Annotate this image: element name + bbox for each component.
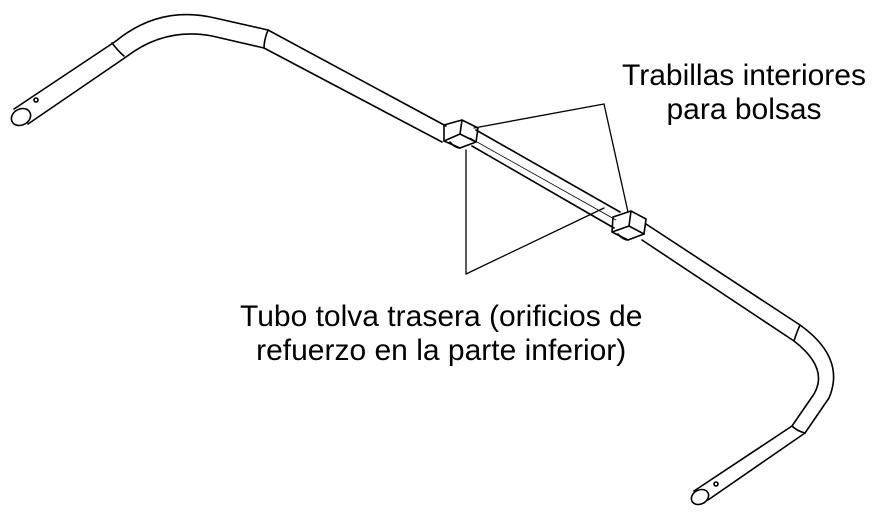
rear-hopper-tube-label-line2: refuerzo en la parte inferior) [256, 334, 627, 367]
upper-rail [263, 29, 447, 143]
bag-loops-label-line1: Trabillas interiores [622, 59, 866, 92]
bag-loops-leader-lines [473, 103, 629, 213]
bag-loop-upper [443, 119, 479, 149]
bag-loop-lower [611, 210, 647, 241]
left-bend [115, 13, 269, 58]
bag-loops-label-line2: para bolsas [666, 93, 822, 126]
lower-rail [641, 223, 801, 342]
right-tube-end [690, 425, 806, 506]
left-tube-end [10, 40, 127, 127]
rear-tube-leader-lines [465, 149, 605, 275]
rear-hopper-tube-label-line1: Tubo tolva trasera (orificios de [240, 300, 643, 333]
right-bend [791, 324, 835, 434]
bag-loops-label: Trabillas interiores para bolsas [622, 59, 866, 127]
rear-hopper-tube-label: Tubo tolva trasera (orificios de refuerz… [240, 300, 642, 368]
middle-rail [469, 129, 621, 229]
